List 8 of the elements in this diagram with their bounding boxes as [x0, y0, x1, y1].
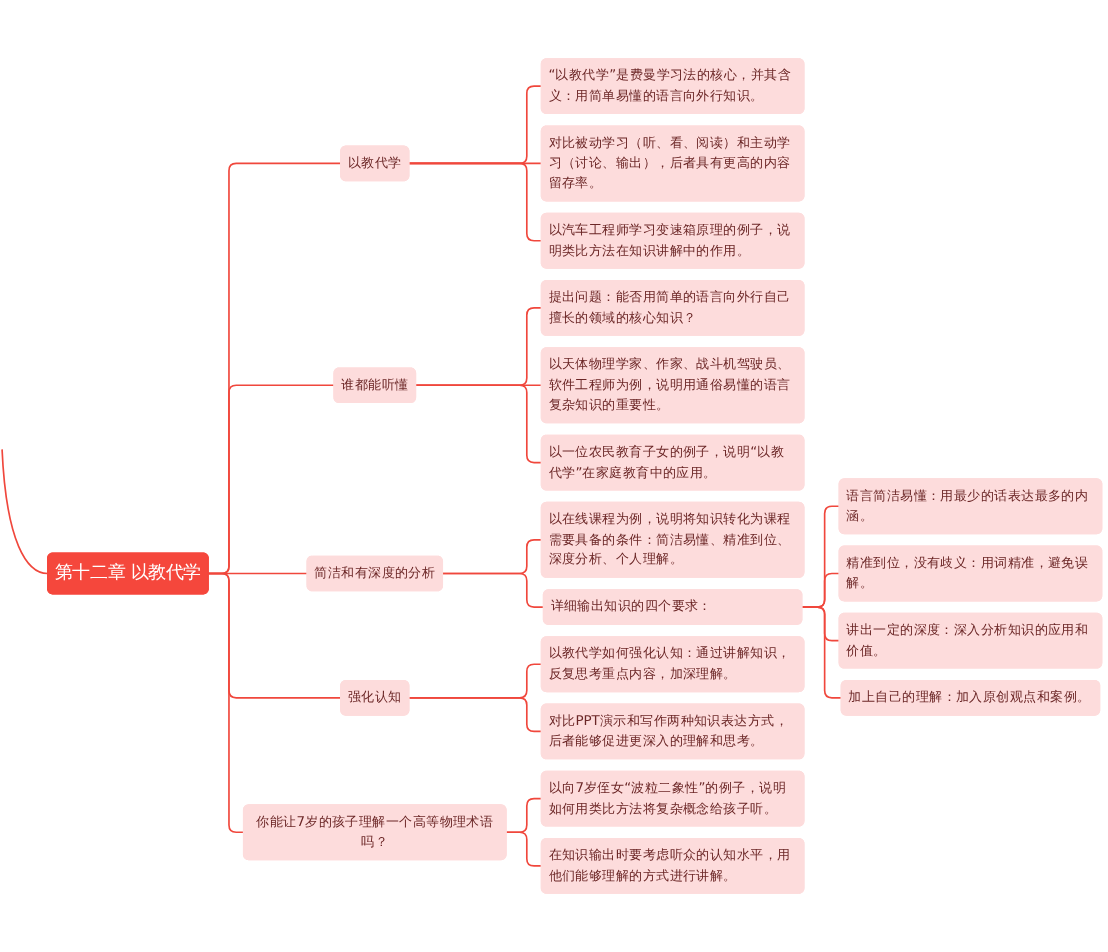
connector-line [1, 448, 49, 575]
connector [441, 572, 545, 608]
connector [408, 162, 543, 242]
connector [414, 384, 543, 464]
connector [801, 606, 842, 699]
connector [207, 572, 245, 834]
connector [408, 697, 543, 733]
connector [505, 831, 543, 867]
